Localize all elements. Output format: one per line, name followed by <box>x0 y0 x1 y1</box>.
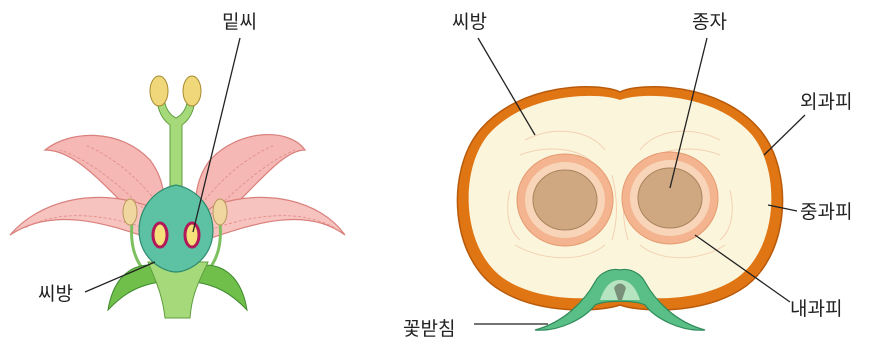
fruit-mesocarp <box>469 96 772 298</box>
flower-anther-top-left <box>150 76 168 106</box>
fruit-seed-left <box>533 170 597 230</box>
flower-style <box>158 95 195 190</box>
label-fruit-mesocarp: 중과피 <box>800 201 852 223</box>
flower-anther-left <box>123 199 137 225</box>
label-fruit-exocarp: 외과피 <box>800 91 852 113</box>
label-fruit-receptacle: 꽃받침 <box>403 318 455 339</box>
flower-anther-right <box>213 199 227 225</box>
label-flower-ovary: 씨방 <box>38 283 73 305</box>
leader-fruit-exocarp <box>764 115 805 155</box>
flower-ovule-right <box>185 223 199 247</box>
label-flower-ovule: 밑씨 <box>222 11 257 33</box>
flower-illustration <box>10 76 345 318</box>
label-fruit-seed: 종자 <box>692 11 727 33</box>
flower-petal-left-lower <box>10 197 160 240</box>
label-fruit-endocarp: 내과피 <box>790 298 842 320</box>
label-fruit-ovary: 씨방 <box>452 11 487 33</box>
flower-anther-top-right <box>183 76 201 106</box>
flower-ovule-left <box>153 223 167 247</box>
fruit-illustration <box>457 87 782 330</box>
fruit-seed-right <box>638 168 702 228</box>
